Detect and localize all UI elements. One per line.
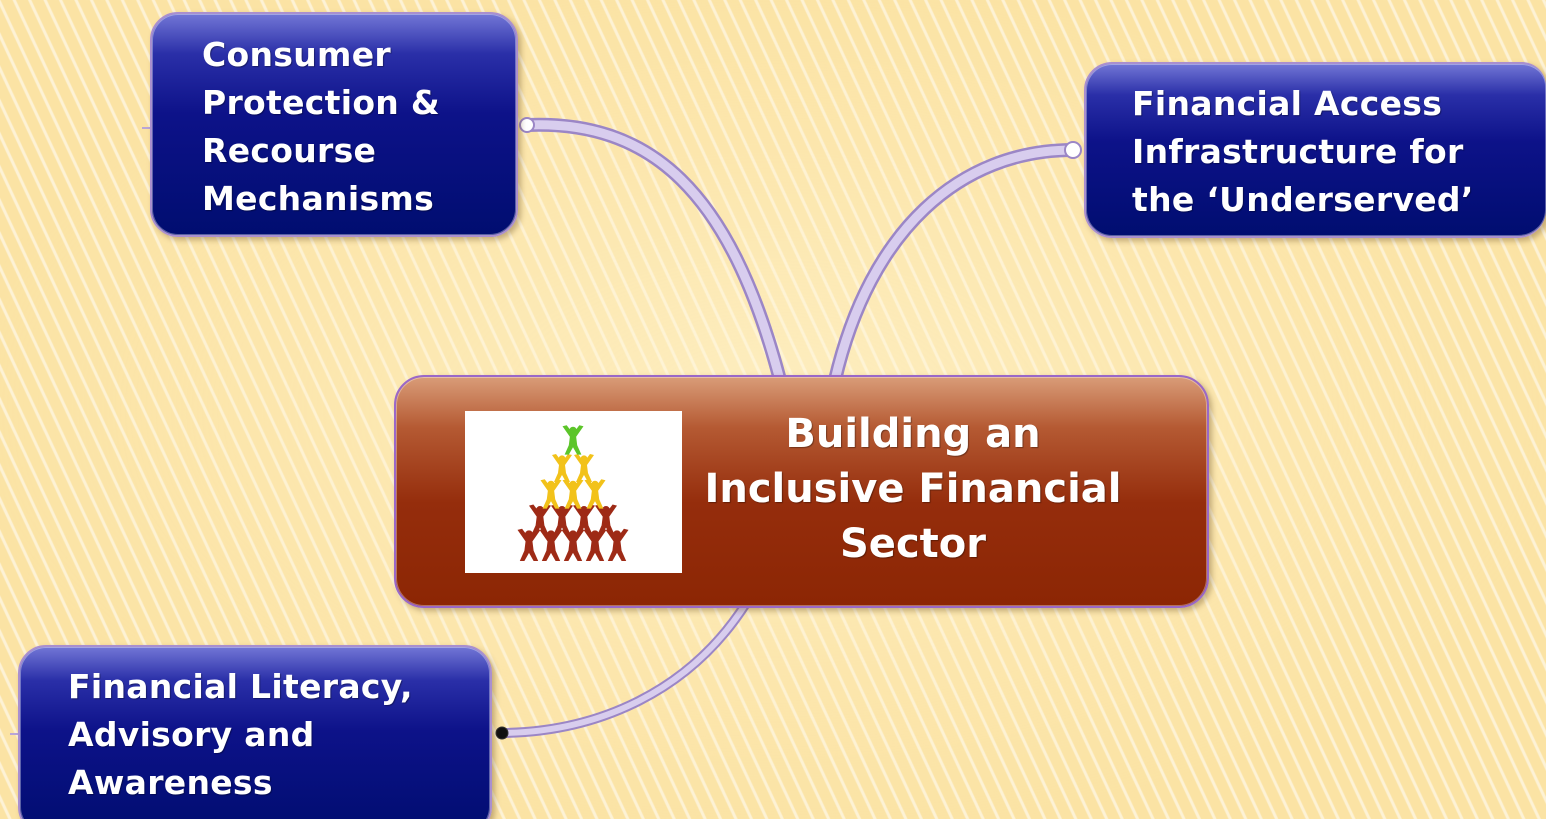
person-figure: [595, 504, 617, 536]
person-figure: [605, 528, 629, 561]
person-figure: [540, 479, 562, 509]
person-figure: [552, 454, 572, 482]
consumer-left-stub: [142, 127, 152, 129]
topic-financial-literacy[interactable]: Financial Literacy, Advisory and Awarene…: [18, 645, 492, 819]
person-figure: [539, 528, 563, 561]
central-topic[interactable]: Building an Inclusive Financial Sector: [394, 375, 1209, 608]
person-figure: [561, 528, 585, 561]
person-figure: [574, 454, 594, 482]
literacy-left-stub: [10, 733, 20, 735]
topic-financial-literacy-label: Financial Literacy, Advisory and Awarene…: [68, 667, 413, 802]
connector-dot-consumer[interactable]: [519, 117, 535, 133]
central-topic-title: Building an Inclusive Financial Sector: [704, 411, 1122, 567]
connector-dot-literacy[interactable]: [495, 726, 509, 740]
people-pyramid-icon: [465, 411, 682, 573]
person-figure: [573, 504, 595, 536]
person-figure: [529, 504, 551, 536]
person-figure: [562, 425, 584, 455]
connector-literacy: [497, 600, 750, 738]
person-figure: [517, 528, 541, 561]
person-figure: [551, 504, 573, 536]
connector-dot-access[interactable]: [1064, 141, 1082, 159]
topic-financial-access[interactable]: Financial Access Infrastructure for the …: [1084, 62, 1546, 238]
connector-consumer: [520, 117, 787, 387]
person-figure: [562, 479, 584, 509]
topic-financial-access-label: Financial Access Infrastructure for the …: [1132, 84, 1474, 219]
topic-consumer-protection-label: Consumer Protection & Recourse Mechanism…: [202, 35, 440, 218]
person-figure: [583, 528, 607, 561]
topic-consumer-protection[interactable]: Consumer Protection & Recourse Mechanism…: [150, 12, 518, 237]
person-figure: [584, 479, 606, 509]
